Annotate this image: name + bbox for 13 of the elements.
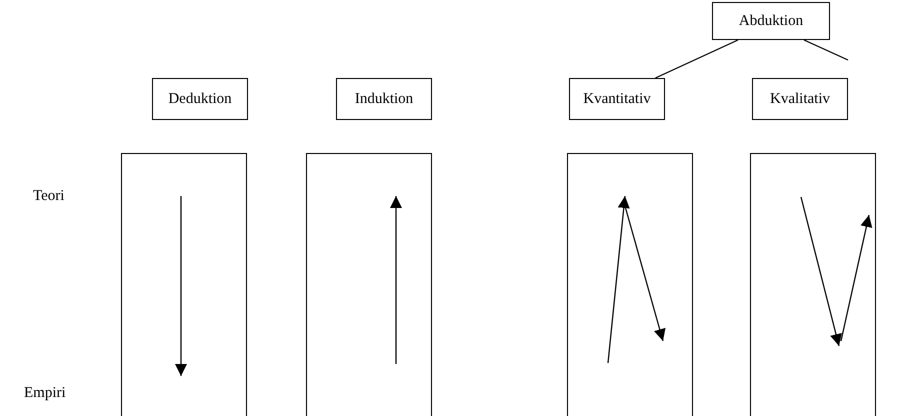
term-box: Induktion <box>336 78 432 120</box>
axis-label: Teori <box>33 188 64 205</box>
connector-line <box>655 39 738 79</box>
axis-label: Empiri <box>24 385 66 402</box>
empty-box-panel <box>306 153 432 416</box>
empty-box-panel <box>750 153 876 416</box>
empty-box-panel <box>567 153 693 416</box>
term-box: Abduktion <box>712 2 830 40</box>
connector-line <box>804 39 848 61</box>
term-box: Kvalitativ <box>752 78 848 120</box>
term-box: Kvantitativ <box>569 78 665 120</box>
empty-box-panel <box>121 153 247 416</box>
term-box: Deduktion <box>152 78 248 120</box>
